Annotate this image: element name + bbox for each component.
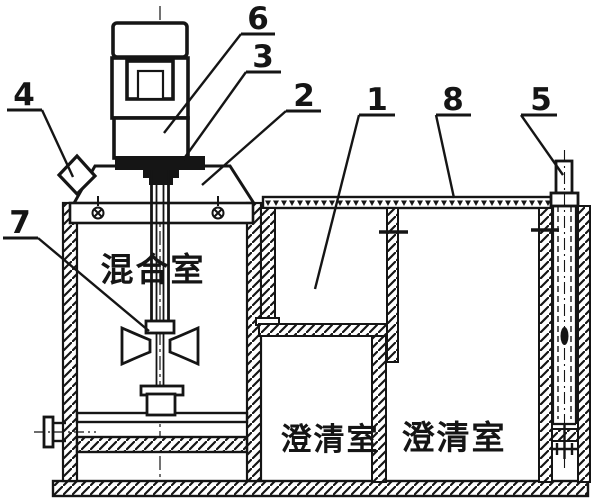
part-label-3: 3	[182, 39, 281, 161]
leader-line-8	[434, 114, 456, 199]
flange-bolt-left	[91, 196, 105, 220]
part-label-4: 4	[7, 77, 75, 178]
part-number-6: 6	[247, 1, 269, 37]
mixing-chamber-label: 混合室	[101, 250, 206, 289]
tank-right-wall	[538, 207, 553, 483]
gauge-float	[560, 327, 569, 345]
level-gauge	[549, 150, 591, 483]
part-number-4: 4	[13, 77, 35, 113]
part-label-8: 8	[434, 82, 471, 199]
feed-box-left-baffle	[260, 207, 276, 319]
leader-line-6	[163, 33, 242, 134]
clarifier-right-label: 澄清室	[402, 418, 507, 457]
clarifier-partition-wall	[371, 335, 387, 483]
hanging-baffle	[386, 207, 399, 363]
leader-line-4	[40, 109, 75, 178]
part-label-5: 5	[520, 82, 564, 176]
mixing-chamber-right-wall	[245, 201, 263, 483]
leader-line-1	[313, 114, 361, 290]
lower-hatched-plate	[75, 435, 249, 454]
base-plate	[51, 479, 590, 498]
feed-box-bottom-plate	[258, 323, 399, 337]
motor-cap	[111, 21, 189, 59]
leader-line-2	[201, 110, 287, 186]
leader-line-3	[182, 71, 247, 161]
part-number-1: 1	[366, 82, 388, 118]
part-label-6: 6	[163, 1, 275, 134]
shaft-gland-lower	[149, 178, 173, 185]
gauge-drain-valve	[552, 424, 577, 459]
gauge-outer-wall	[577, 205, 591, 483]
part-number-2: 2	[293, 78, 315, 114]
part-number-8: 8	[442, 82, 464, 118]
tank-lid	[261, 195, 554, 210]
motor-base-flange	[115, 156, 205, 170]
agitator-shaft	[150, 170, 170, 408]
part-label-2: 2	[201, 78, 321, 186]
part-number-3: 3	[252, 39, 274, 75]
motor-window-inner	[136, 69, 165, 101]
leader-line-7	[37, 237, 150, 332]
clarifier-left-label: 澄清室	[281, 422, 380, 458]
motor-lower-body	[112, 116, 190, 160]
bottom-bearing-pedestal	[139, 384, 185, 417]
flange-bolt-right	[211, 196, 225, 220]
leader-line-5	[520, 114, 564, 176]
part-number-7: 7	[9, 205, 31, 241]
top-flange-plate	[68, 201, 255, 225]
motor	[110, 21, 205, 185]
mixing-chamber-left-wall	[61, 201, 79, 483]
drain-nozzle	[34, 415, 96, 449]
part-label-7: 7	[3, 205, 150, 332]
part-number-5: 5	[530, 82, 552, 118]
shaft-gland-upper	[143, 170, 179, 178]
part-label-1: 1	[313, 82, 395, 290]
